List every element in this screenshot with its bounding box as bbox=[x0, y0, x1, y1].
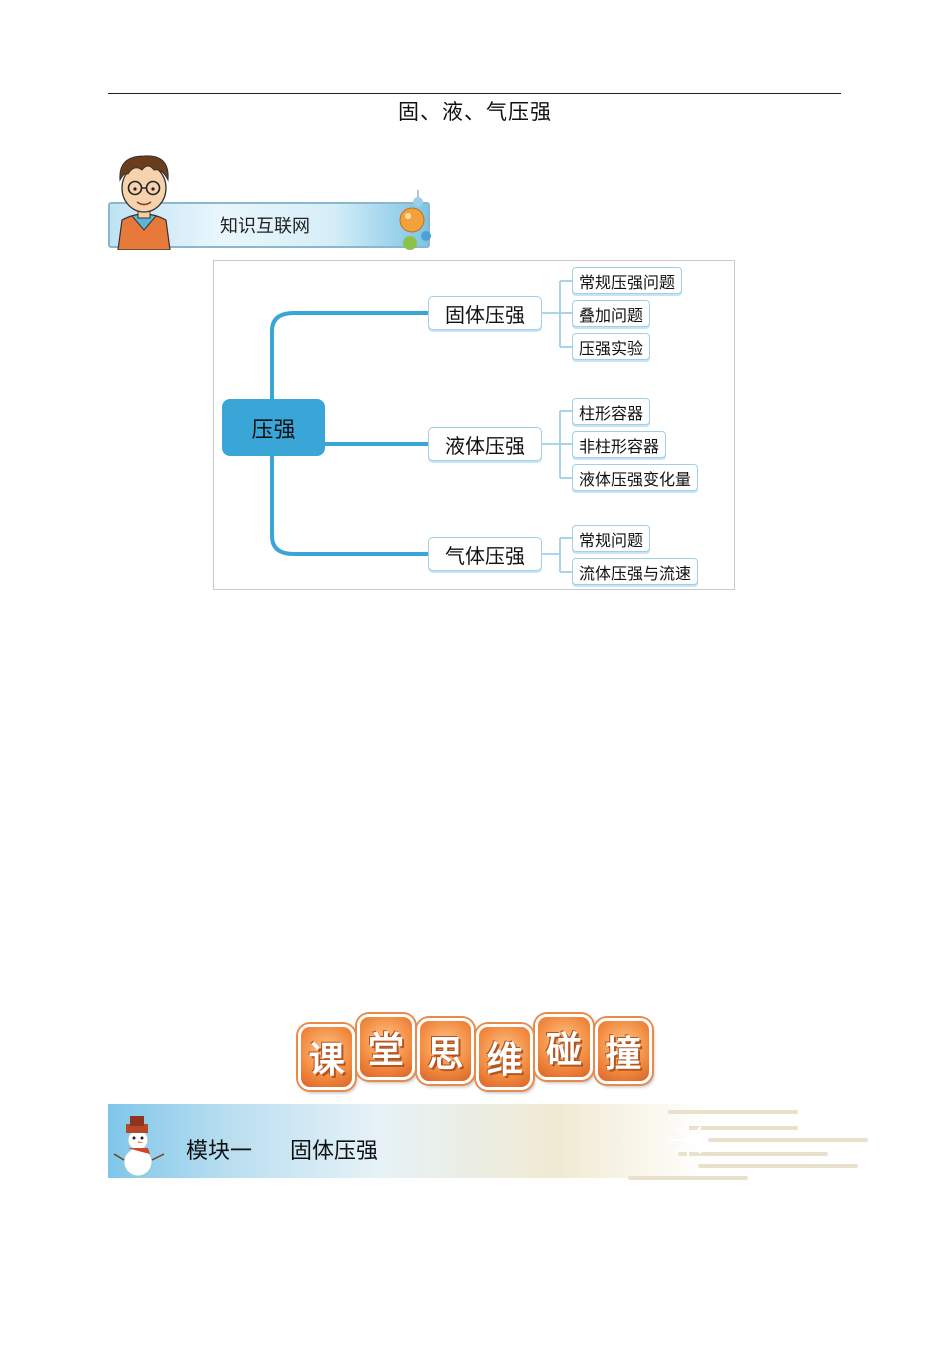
student-avatar-icon bbox=[117, 155, 171, 250]
module-title: 固体压强 bbox=[290, 1139, 379, 1164]
mind-map-root: 压强 bbox=[222, 399, 325, 456]
leaf-item: 液体压强变化量 bbox=[572, 464, 699, 491]
leaf-item: 常规问题 bbox=[572, 525, 651, 552]
section-label: 知识互联网 bbox=[220, 216, 310, 237]
branch-liquid-pressure: 液体压强 bbox=[428, 427, 542, 461]
paint-streak bbox=[678, 1152, 828, 1156]
paint-streak bbox=[668, 1110, 798, 1114]
leaf-item: 压强实验 bbox=[572, 333, 651, 360]
module-banner-bg bbox=[108, 1104, 708, 1178]
paint-streak bbox=[628, 1176, 748, 1180]
title-char: 课 bbox=[298, 1024, 356, 1090]
title-char: 维 bbox=[475, 1024, 534, 1090]
mind-map: 压强 固体压强 液体压强 气体压强 常规压强问题 叠加问题 压强实验 柱形容器 … bbox=[213, 260, 735, 590]
module-number: 模块一 bbox=[186, 1139, 253, 1164]
classroom-title: 课 堂 思 维 碰 撞 bbox=[298, 1014, 652, 1090]
module-heading: 模块一 固体压强 bbox=[186, 1133, 378, 1165]
snowflake-icon bbox=[670, 1122, 706, 1158]
leaf-item: 柱形容器 bbox=[572, 398, 651, 425]
header-rule bbox=[108, 93, 841, 94]
branch-gas-pressure: 气体压强 bbox=[428, 537, 542, 571]
paint-streak bbox=[698, 1164, 858, 1168]
title-char: 堂 bbox=[357, 1014, 415, 1080]
snowman-icon bbox=[113, 1116, 165, 1177]
title-char: 撞 bbox=[594, 1018, 652, 1084]
ornament-balls-icon bbox=[399, 190, 431, 250]
paint-streak bbox=[708, 1138, 868, 1142]
leaf-item: 叠加问题 bbox=[572, 300, 651, 327]
page-title: 固、液、气压强 bbox=[398, 100, 552, 124]
module-banner: 模块一 固体压强 bbox=[108, 1100, 868, 1190]
leaf-item: 常规压强问题 bbox=[572, 267, 683, 294]
title-char: 思 bbox=[416, 1018, 474, 1084]
leaf-item: 非柱形容器 bbox=[572, 431, 667, 458]
mind-map-connectors bbox=[270, 280, 572, 573]
leaf-item: 流体压强与流速 bbox=[572, 558, 699, 585]
section-banner-knowledge: 知识互联网 bbox=[108, 150, 434, 252]
paint-streak bbox=[688, 1126, 798, 1130]
branch-solid-pressure: 固体压强 bbox=[428, 296, 542, 330]
title-char: 碰 bbox=[535, 1014, 593, 1080]
